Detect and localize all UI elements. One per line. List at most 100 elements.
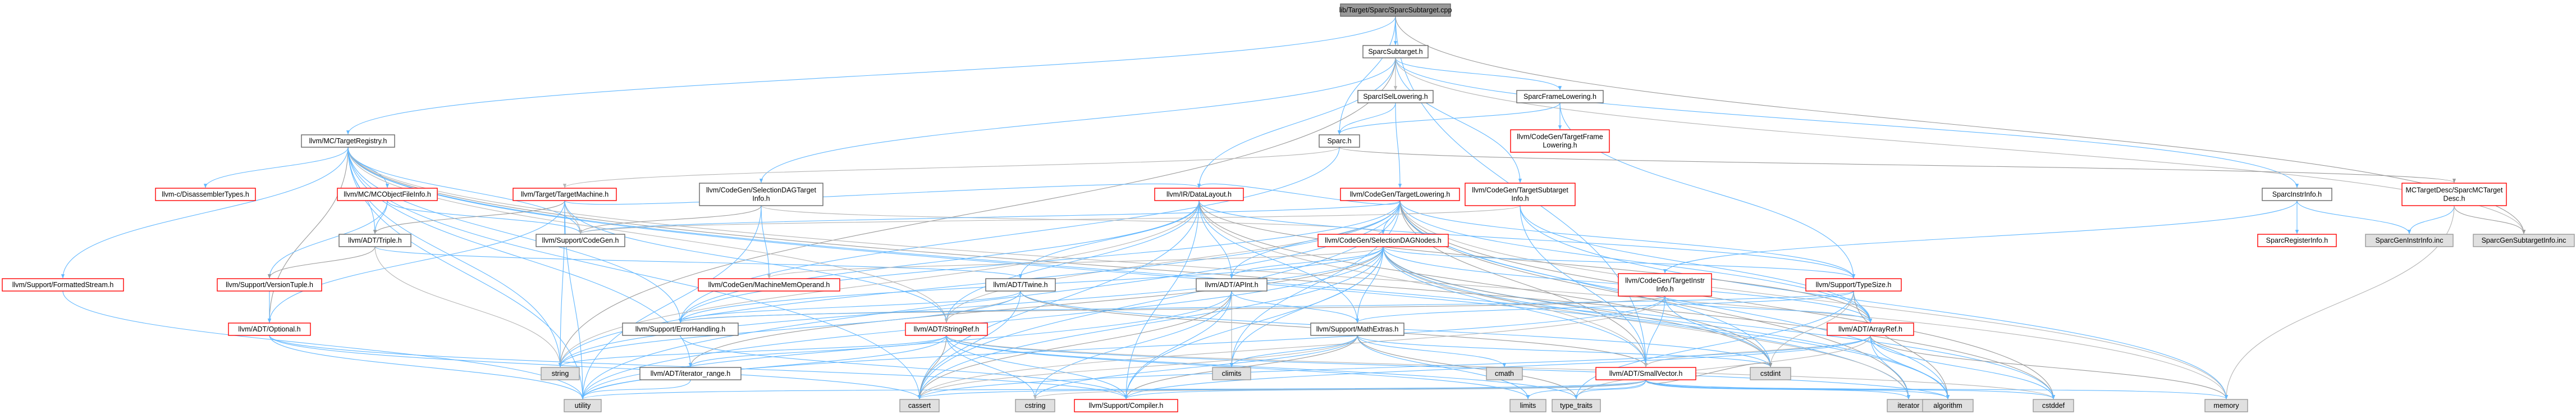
edge xyxy=(267,246,376,279)
edge xyxy=(61,147,349,279)
edge-smallvector-to-typetraits xyxy=(1574,379,1646,399)
node-regi[interactable]: SparcRegisterInfo.h xyxy=(2257,234,2337,247)
edge xyxy=(347,147,562,367)
edge xyxy=(1559,102,1856,279)
edge-sdnodes-to-cassert xyxy=(917,246,1384,399)
node-errhandling[interactable]: llvm/Support/ErrorHandling.h xyxy=(622,322,739,336)
node-label-gensub: SparcGenSubtargetInfo.inc xyxy=(2482,237,2566,244)
edge-instrinfo-to-tinstrinfo xyxy=(1663,200,2298,274)
node-tlowering[interactable]: llvm/CodeGen/TargetLowering.h xyxy=(1340,188,1460,201)
node-label-cstring: cstring xyxy=(1025,402,1046,410)
edge xyxy=(1645,379,2055,399)
edge-typesize-to-cstdint xyxy=(1768,290,1854,367)
node-disasm[interactable]: llvm-c/DisassemblerTypes.h xyxy=(155,188,256,201)
node-subtarget[interactable]: SparcSubtarget.h xyxy=(1362,45,1429,58)
edge xyxy=(1383,246,1950,399)
node-typesize[interactable]: llvm/Support/TypeSize.h xyxy=(1805,278,1902,292)
edge xyxy=(581,379,1646,399)
node-versiontuple[interactable]: llvm/Support/VersionTuple.h xyxy=(217,278,322,292)
node-box-datalayout xyxy=(1154,188,1244,201)
edge xyxy=(267,147,349,323)
edge-arrayref-to-typetraits xyxy=(1574,335,1871,399)
edge xyxy=(558,200,1200,367)
edge-apint-to-cassert xyxy=(917,290,1232,399)
edge-mathextras-to-cmath xyxy=(1357,335,1507,367)
edge xyxy=(759,57,1396,183)
node-datalayout[interactable]: llvm/IR/DataLayout.h xyxy=(1154,188,1244,201)
node-label-algorithm: algorithm xyxy=(1933,402,1962,410)
node-memoperand[interactable]: llvm/CodeGen/MachineMemOperand.h xyxy=(698,278,840,292)
node-triple[interactable]: llvm/ADT/Triple.h xyxy=(338,234,411,247)
edge-smallvector-to-memory xyxy=(1645,379,2228,399)
node-label-isel: SparcISelLowering.h xyxy=(1363,93,1427,101)
edge-fmtstream-to-utility xyxy=(62,290,585,399)
node-twine[interactable]: llvm/ADT/Twine.h xyxy=(985,278,1056,292)
node-box-ttm xyxy=(513,188,617,201)
node-arrayref[interactable]: llvm/ADT/ArrayRef.h xyxy=(1827,322,1914,336)
node-mctreg[interactable]: llvm/MC/TargetRegistry.h xyxy=(301,134,395,148)
node-label-arrayref: llvm/ADT/ArrayRef.h xyxy=(1838,325,1902,333)
edge xyxy=(918,335,1358,399)
node-compiler[interactable]: llvm/Support/Compiler.h xyxy=(1074,399,1178,412)
node-box-seldagti xyxy=(699,183,823,206)
edge xyxy=(62,290,585,399)
edge-isel-to-tlowering xyxy=(1395,102,1402,188)
edge xyxy=(559,290,1021,367)
edge xyxy=(678,200,1200,323)
node-box-memoperand xyxy=(698,278,840,292)
edge xyxy=(1399,200,1773,367)
node-label-triple: llvm/ADT/Triple.h xyxy=(348,237,401,244)
edge-mctreg-to-mcobj xyxy=(347,147,390,188)
node-framelow[interactable]: SparcFrameLowering.h xyxy=(1516,90,1604,103)
node-label-iterrange: llvm/ADT/iterator_range.h xyxy=(651,370,730,378)
node-label-memory: memory xyxy=(2213,402,2239,410)
edge xyxy=(579,200,1401,234)
edge-stringref-to-iterrange xyxy=(689,335,947,367)
edge xyxy=(1870,335,1950,399)
node-stringref[interactable]: llvm/ADT/StringRef.h xyxy=(905,322,988,336)
node-instrinfo[interactable]: SparcInstrInfo.h xyxy=(2262,188,2332,201)
edge-mathextras-to-cassert xyxy=(918,335,1358,399)
edge xyxy=(2296,200,2412,234)
node-mcobj[interactable]: llvm/MC/MCObjectFileInfo.h xyxy=(337,188,438,201)
node-limits: limits xyxy=(1509,399,1546,412)
edge xyxy=(1339,147,2456,183)
edge-twine-to-string xyxy=(559,290,1021,367)
edge xyxy=(1356,290,1854,323)
node-box-fmtstream xyxy=(2,278,124,292)
node-isel[interactable]: SparcISelLowering.h xyxy=(1357,90,1434,103)
node-ttm[interactable]: llvm/Target/TargetMachine.h xyxy=(513,188,617,201)
edge-mcobj-to-versiontuple xyxy=(267,200,388,279)
edge xyxy=(269,335,585,399)
node-sdnodes[interactable]: llvm/CodeGen/SelectionDAGNodes.h xyxy=(1317,234,1449,247)
node-sparch[interactable]: Sparc.h xyxy=(1319,134,1360,148)
node-root[interactable]: lib/Target/Sparc/SparcSubtarget.cpp xyxy=(1339,3,1452,17)
edge-smallvector-to-cstring xyxy=(1033,379,1646,399)
node-smallvector[interactable]: llvm/ADT/SmallVector.h xyxy=(1595,367,1696,380)
edge xyxy=(1768,290,1854,367)
node-iterrange[interactable]: llvm/ADT/iterator_range.h xyxy=(639,367,742,380)
node-fmtstream[interactable]: llvm/Support/FormattedStream.h xyxy=(2,278,124,292)
node-apint[interactable]: llvm/ADT/APInt.h xyxy=(1196,278,1268,292)
node-mathextras[interactable]: llvm/Support/MathExtras.h xyxy=(1310,322,1404,336)
edge-mctreg-to-optional xyxy=(267,147,349,323)
node-box-compiler xyxy=(1074,399,1178,412)
edge xyxy=(1033,379,1646,399)
edge-iterrange-to-utility xyxy=(580,379,691,399)
edge xyxy=(346,16,1396,135)
edge xyxy=(1198,200,1648,367)
node-label-climits: climits xyxy=(1222,370,1242,378)
node-label-instrinfo: SparcInstrInfo.h xyxy=(2272,190,2322,198)
node-codegen[interactable]: llvm/Support/CodeGen.h xyxy=(536,234,625,247)
node-optional[interactable]: llvm/ADT/Optional.h xyxy=(228,322,311,336)
edge-subtarget-to-seldagti xyxy=(759,57,1396,183)
edge-typesize-to-algorithm xyxy=(1853,290,1950,399)
edge xyxy=(347,147,2055,399)
edge-tsubinfo-to-codegen xyxy=(579,205,1521,234)
edge-mctreg-to-disasm xyxy=(203,147,349,188)
